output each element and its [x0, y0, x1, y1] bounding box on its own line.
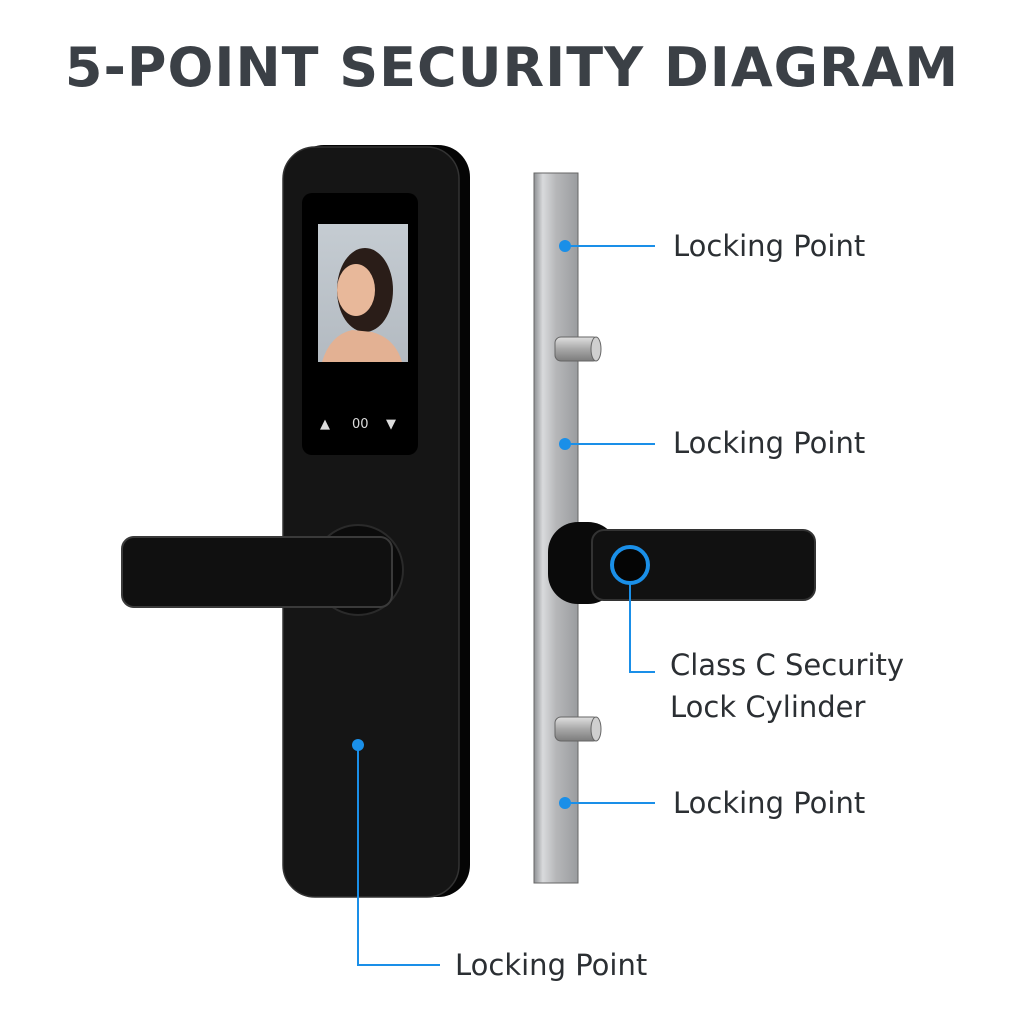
locking-point-dot: [559, 797, 571, 809]
face-photo: [318, 224, 408, 362]
up-arrow-icon: ▲: [320, 417, 330, 432]
locking-point-dot: [352, 739, 364, 751]
side-lever: [548, 522, 816, 604]
label-locking-point-bottom: Locking Point: [455, 948, 648, 982]
label-locking-point-top: Locking Point: [673, 229, 866, 263]
locking-point-dot: [559, 438, 571, 450]
callout-dots: [352, 240, 571, 809]
front-panel: [282, 145, 470, 898]
label-locking-point-upper-middle: Locking Point: [673, 426, 866, 460]
diagram-title: 5-POINT SECURITY DIAGRAM: [64, 36, 960, 99]
screen-center-text: 00: [352, 417, 369, 432]
label-locking-point-lower: Locking Point: [673, 786, 866, 820]
front-handle: [121, 524, 404, 616]
callout-lines: [357, 245, 655, 966]
down-arrow-icon: ▼: [386, 417, 396, 432]
label-cylinder-line1: Class C Security: [670, 648, 905, 682]
label-cylinder-line2: Lock Cylinder: [670, 690, 866, 724]
locking-point-dot: [559, 240, 571, 252]
fingerprint-sensor-icon: [610, 545, 650, 585]
